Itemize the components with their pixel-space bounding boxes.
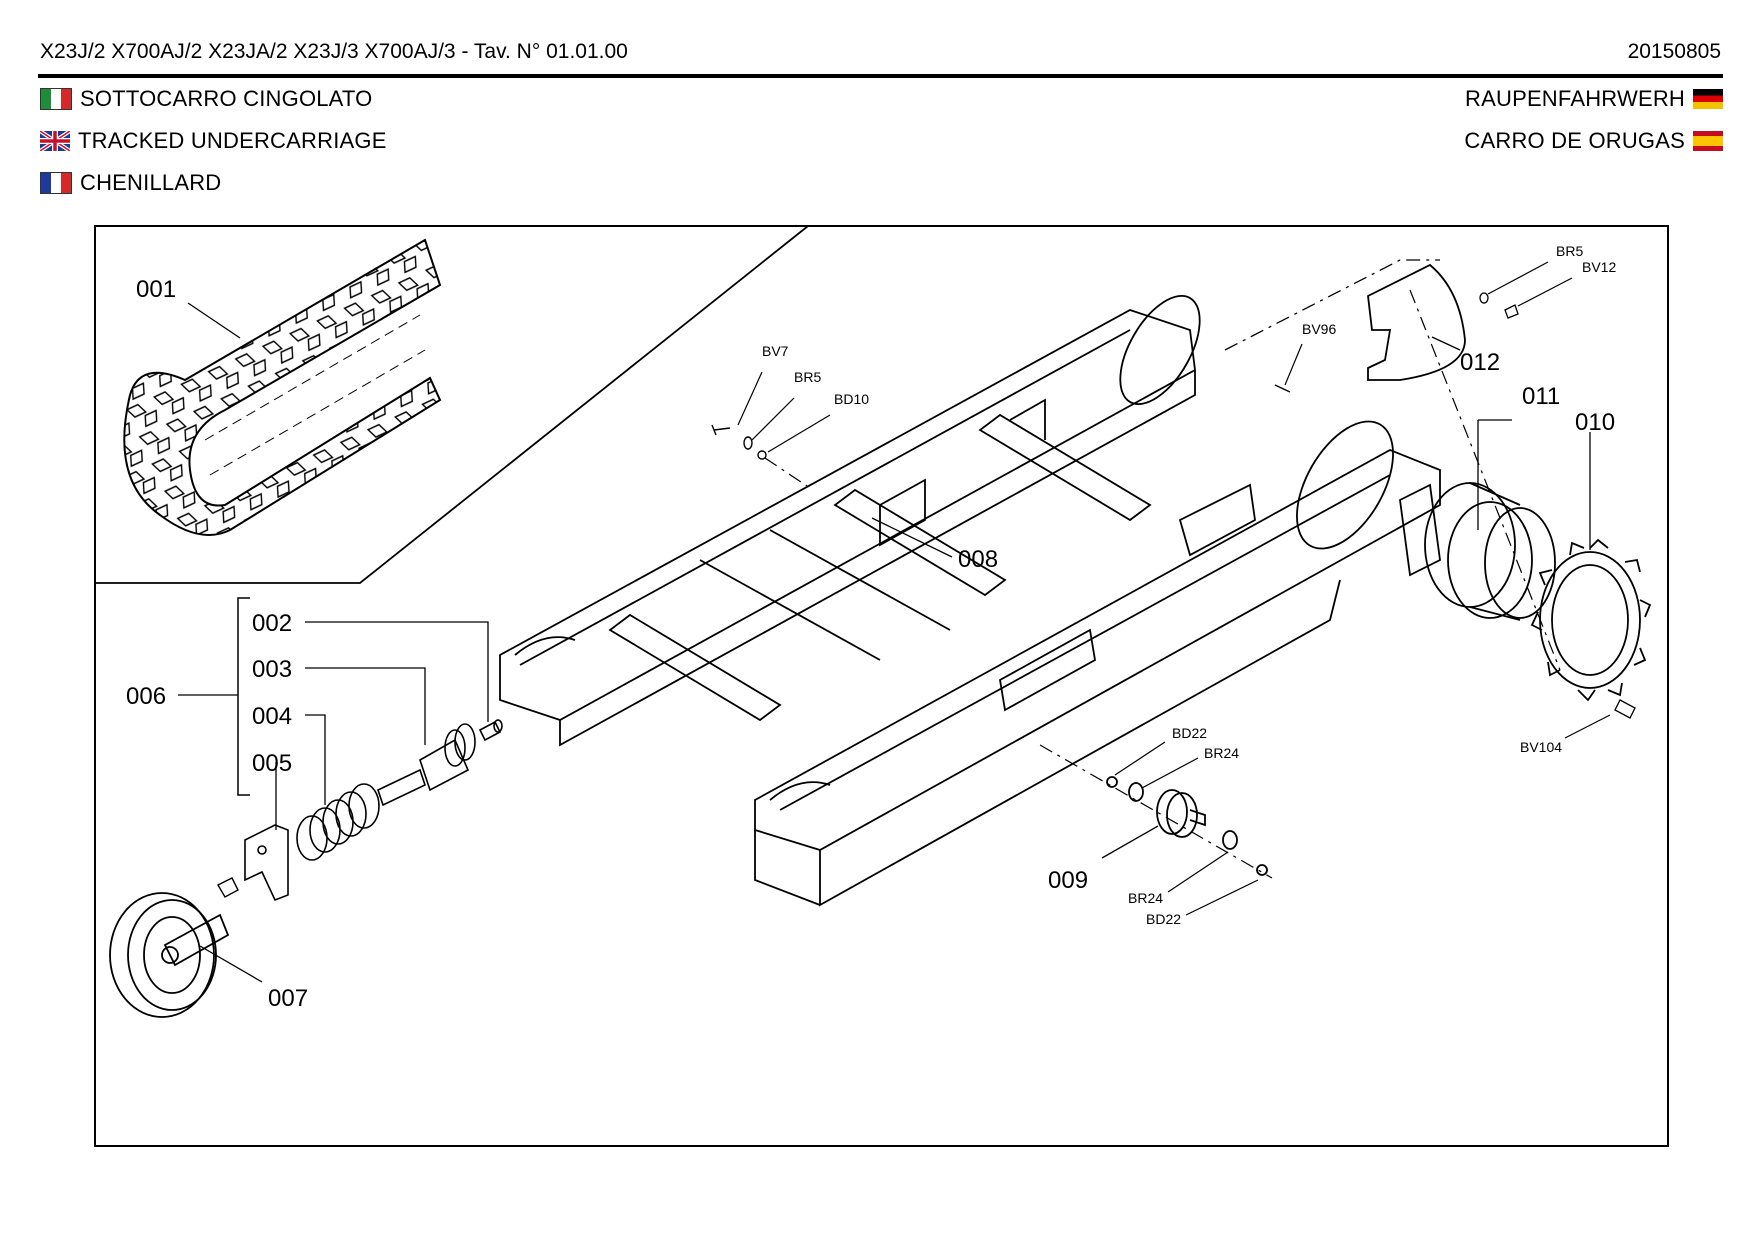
flag-uk-icon [40,131,70,151]
label-002: 002 [252,610,292,637]
title-italian: SOTTOCARRO CINGOLATO [40,86,372,112]
label-br5-left: BR5 [794,369,821,385]
label-008: 008 [958,546,998,573]
label-010: 010 [1575,409,1615,436]
travel-motor-drawing [1399,482,1556,621]
revision-date: 20150805 [1627,40,1721,63]
label-bv96: BV96 [1302,321,1336,337]
label-001: 001 [136,276,176,303]
label-bv7: BV7 [762,343,789,359]
title-spanish-text: CARRO DE ORUGAS [1464,128,1685,153]
nut-drawing [217,877,239,898]
leader-009 [1101,825,1159,859]
title-german: RAUPENFAHRWERH [1465,86,1723,112]
title-spanish: CARRO DE ORUGAS [1464,128,1723,154]
label-011: 011 [1522,383,1560,410]
sprocket-drawing [1530,538,1652,702]
leader-012 [1431,336,1461,351]
label-br24-bottom: BR24 [1128,890,1163,906]
idler-wheel-drawing [109,892,230,1018]
label-bd10: BD10 [834,391,869,407]
label-009: 009 [1048,867,1088,894]
title-italian-text: SOTTOCARRO CINGOLATO [80,86,373,111]
track-inset-divider [95,225,809,584]
leader-008 [871,517,953,558]
diagram-frame [94,225,1669,1147]
centerline-010 [1409,289,1561,671]
label-bd22-top: BD22 [1172,725,1207,741]
flag-spain-icon [1693,131,1723,151]
header-divider [38,74,1723,78]
label-br24-top: BR24 [1204,745,1239,761]
label-003: 003 [252,656,292,683]
title-french-text: CHENILLARD [80,170,222,195]
label-bv12: BV12 [1582,259,1616,275]
cover-plate-drawing [1367,263,1466,381]
label-bd22-bottom: BD22 [1146,911,1181,927]
bracket-006 [237,597,250,796]
leader-007 [199,945,263,983]
undercarriage-frame-drawing [499,295,1441,907]
page-title: X23J/2 X700AJ/2 X23JA/2 X23J/3 X700AJ/3 … [40,40,628,63]
spring-drawing [296,783,380,861]
title-french: CHENILLARD [40,170,221,196]
label-005: 005 [252,750,292,777]
flag-france-icon [40,172,72,194]
flag-germany-icon [1693,89,1723,109]
tension-plate-drawing [244,824,289,902]
label-006: 006 [126,683,166,710]
title-english-text: TRACKED UNDERCARRIAGE [78,128,387,153]
hardware-bolt-group-left [711,424,767,460]
leader-004 [305,714,326,805]
grease-fitting-drawing [478,719,503,742]
tension-cylinder-drawing [377,723,476,807]
flag-italy-icon [40,88,72,110]
leader-002 [305,621,489,722]
label-bv104: BV104 [1520,739,1562,755]
label-007: 007 [268,985,308,1012]
label-br5-right: BR5 [1556,243,1583,259]
title-english: TRACKED UNDERCARRIAGE [40,128,387,154]
leader-001 [187,302,241,339]
centerline-009 [1039,744,1273,879]
centerline-012 [1224,259,1440,351]
rubber-track-drawing [123,238,442,536]
title-german-text: RAUPENFAHRWERH [1465,86,1685,111]
track-roller-drawing [1106,776,1268,876]
label-004: 004 [252,703,292,730]
leader-003 [305,667,426,745]
label-012: 012 [1460,349,1500,376]
